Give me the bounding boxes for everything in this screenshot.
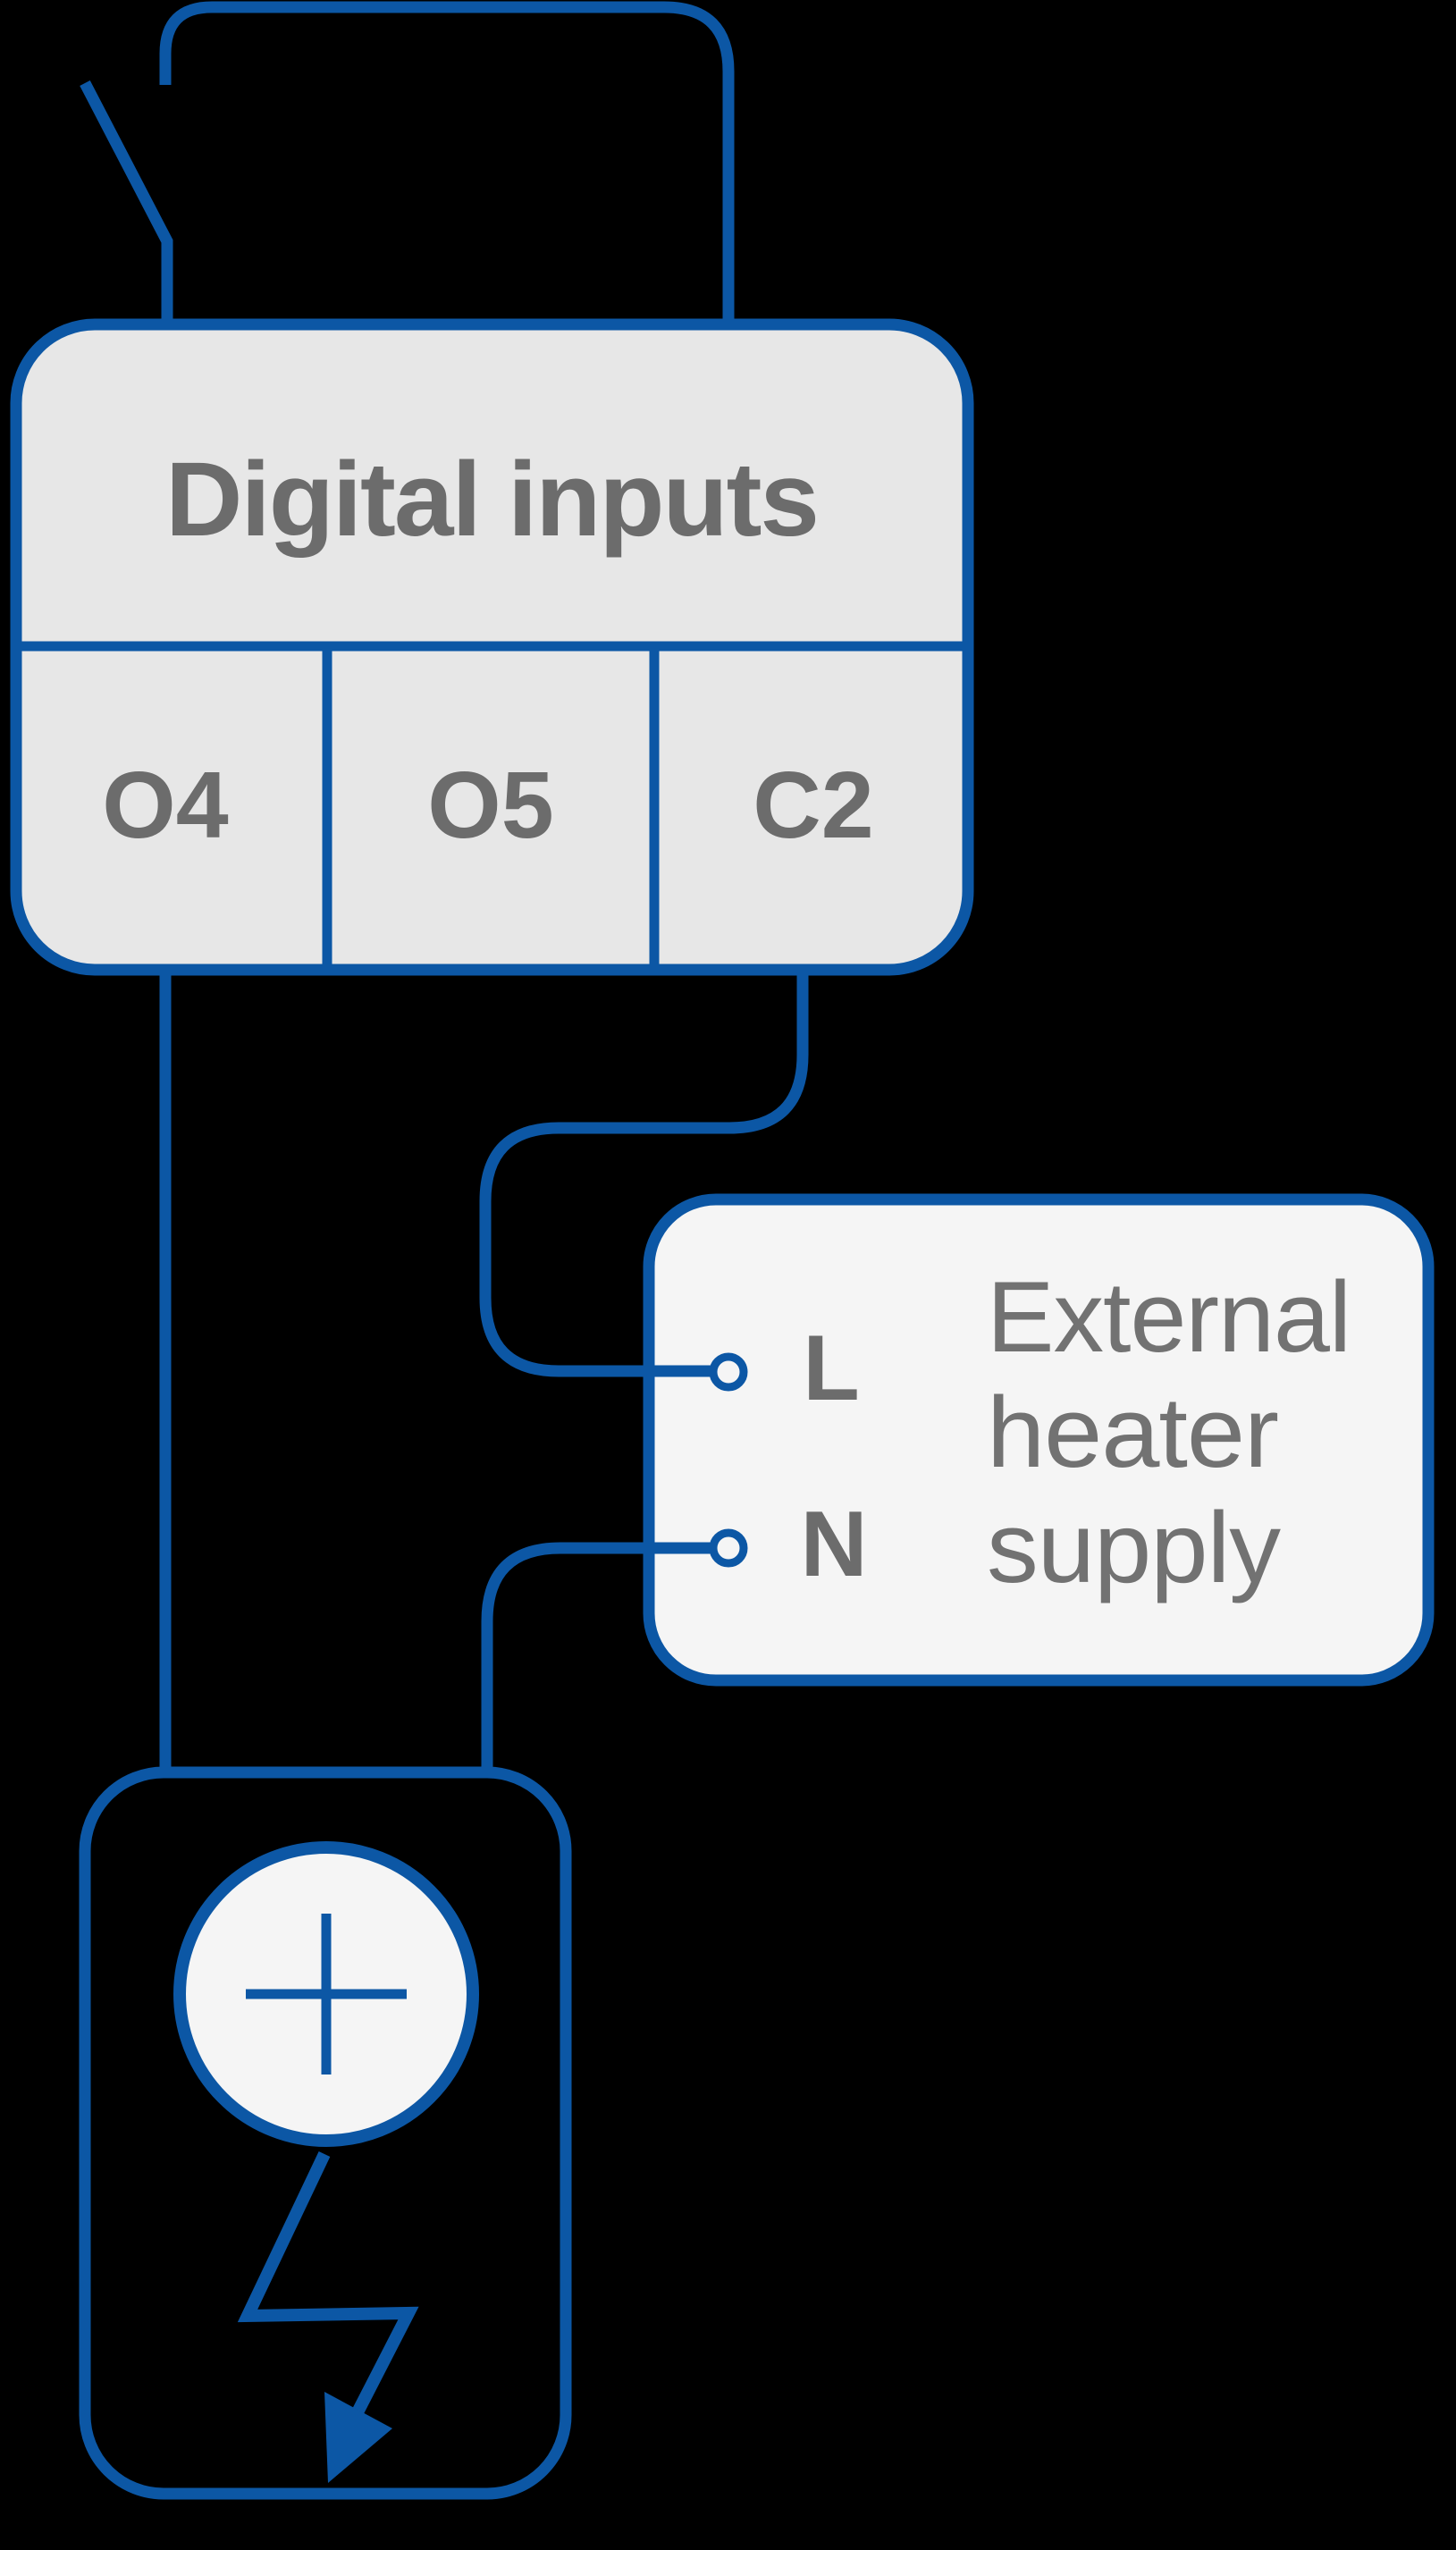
wires — [80, 1, 809, 1772]
heater-unit-outline — [79, 1766, 572, 2500]
external-heater-supply-box: External heater supply L N — [643, 1193, 1435, 1687]
terminal-label-live: L — [803, 1317, 860, 1420]
terminal-label-c2: C2 — [753, 753, 874, 858]
heater-supply-text-line3: supply — [987, 1492, 1281, 1603]
plus-icon — [246, 1914, 407, 2075]
heater-supply-text-line1: External — [987, 1261, 1351, 1373]
wire-switch-to-c2-column — [159, 1, 735, 324]
switch-icon — [80, 80, 173, 324]
wire-neutral-to-heater-unit — [481, 1542, 712, 1772]
heater-supply-text-line2: heater — [987, 1376, 1278, 1488]
terminal-label-neutral: N — [800, 1493, 867, 1596]
digital-inputs-box: Digital inputs O4 O5 C2 — [10, 318, 974, 976]
lightning-arrowhead — [324, 2392, 392, 2483]
terminal-label-o4: O4 — [102, 753, 228, 858]
live-terminal-dot — [709, 1352, 748, 1392]
heater-unit-box — [79, 1766, 572, 2500]
neutral-terminal-dot — [709, 1528, 748, 1568]
heater-supply-outline — [643, 1193, 1435, 1687]
lightning-arrow-icon — [237, 2150, 419, 2414]
terminal-label-o5: O5 — [427, 753, 553, 858]
wire-c2-to-live-terminal — [479, 970, 809, 1377]
digital-inputs-title: Digital inputs — [165, 441, 818, 559]
